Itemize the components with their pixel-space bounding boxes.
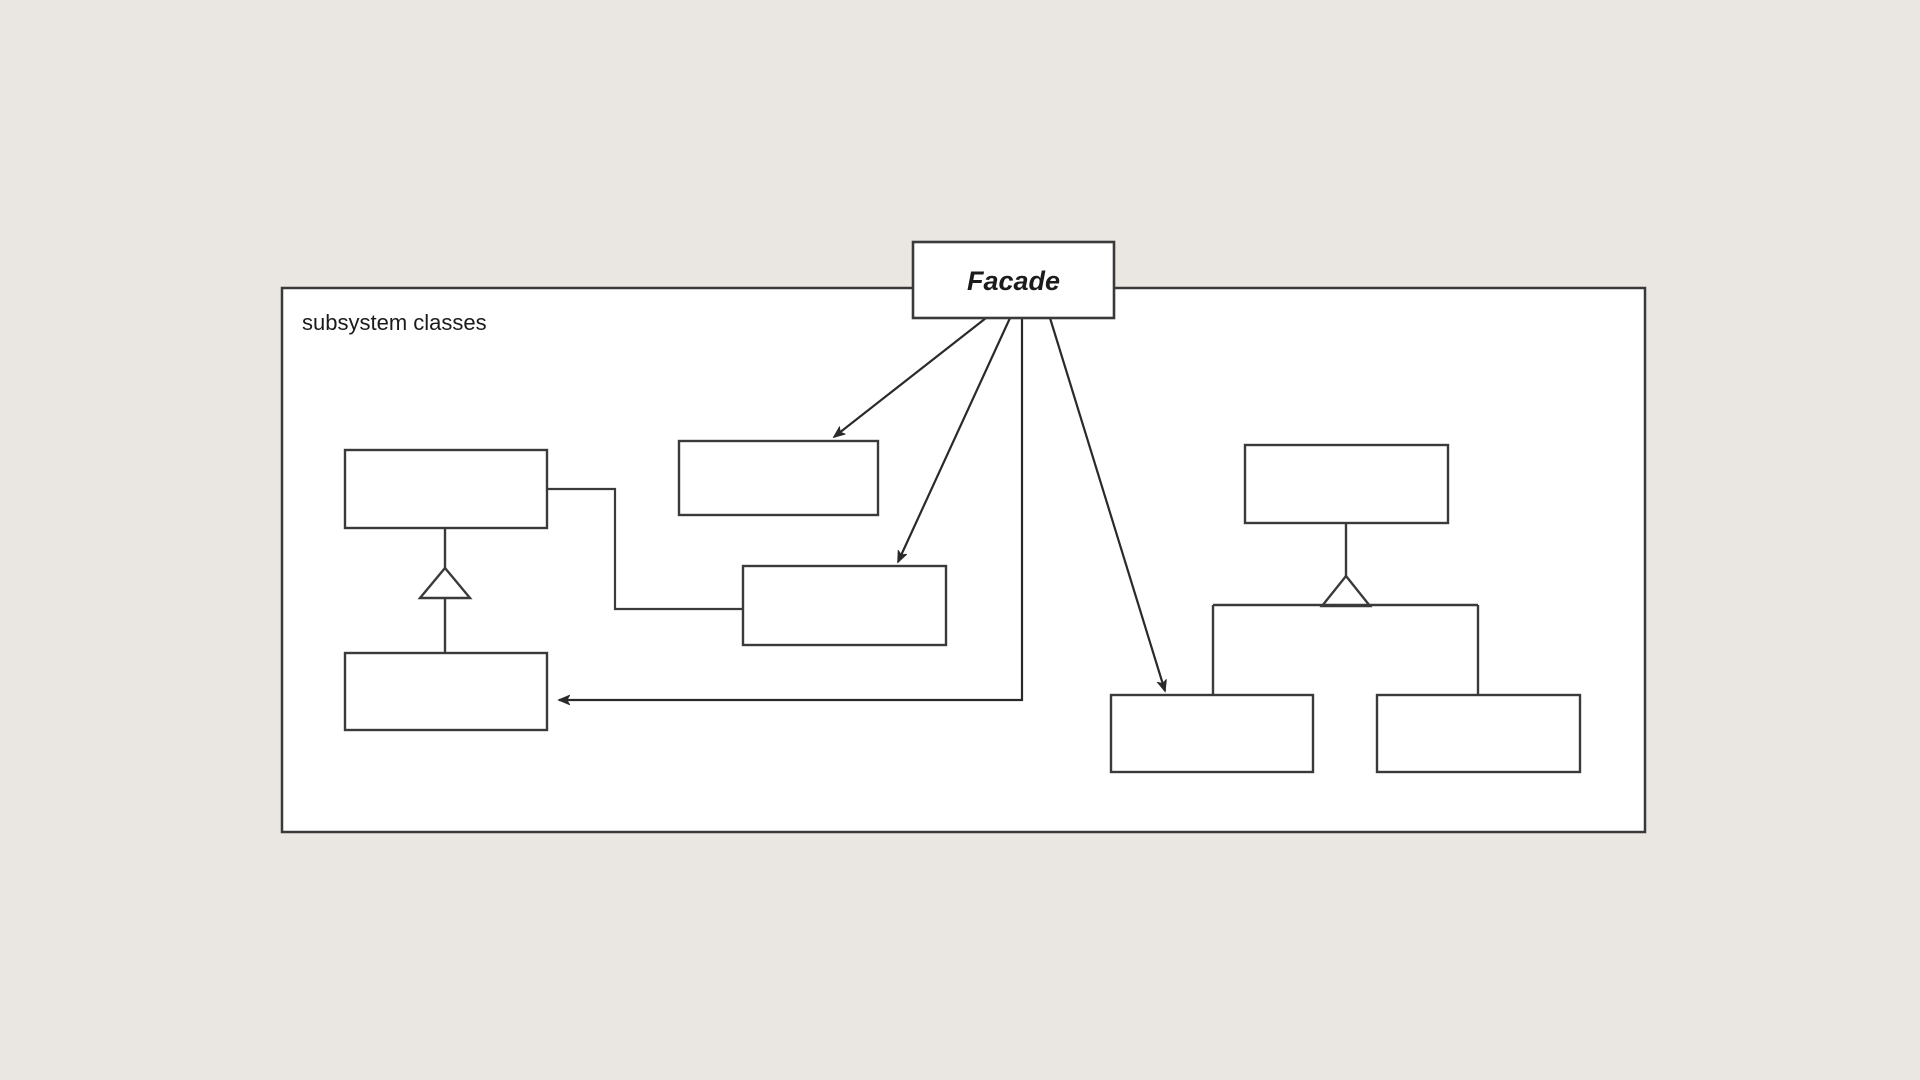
left-child-class[interactable] — [343, 651, 549, 732]
subsystem-class-layer — [343, 439, 1582, 774]
dependency-facade-to-left-child — [559, 318, 1024, 700]
facade-class-box[interactable] — [911, 240, 1116, 320]
connector-layer — [417, 317, 1480, 700]
association-left-parent-to-center-lower — [547, 487, 743, 611]
facade-class[interactable]: Facade — [911, 240, 1116, 320]
dependency-facade-to-center-top — [834, 317, 987, 437]
left-parent-class[interactable] — [343, 448, 549, 530]
dependency-facade-to-center-lower — [897, 317, 1011, 562]
right-child-right-class[interactable] — [1375, 693, 1582, 774]
right-child-left-class[interactable] — [1109, 693, 1315, 774]
facade-class-label: Facade — [967, 266, 1060, 296]
center-lower-class[interactable] — [741, 564, 948, 647]
center-top-class[interactable] — [677, 439, 880, 517]
subsystem-package-label: subsystem classes — [302, 310, 487, 335]
dependency-facade-to-right-child-left — [1048, 317, 1165, 691]
subsystem-package: subsystem classes — [280, 286, 1647, 834]
right-parent-class[interactable] — [1243, 443, 1450, 525]
